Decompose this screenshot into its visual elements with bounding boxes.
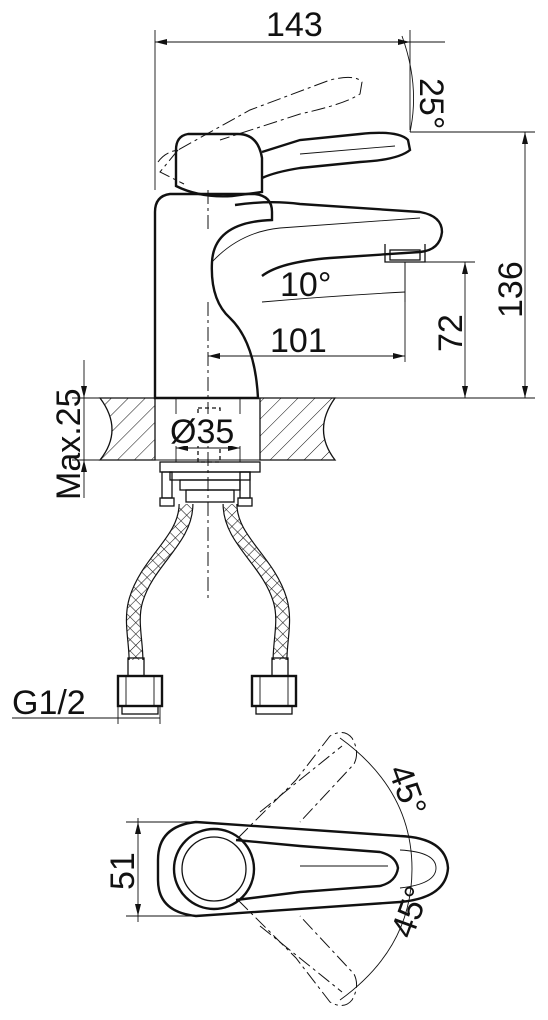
lever-top-center xyxy=(235,838,400,902)
lever-rotated-upper xyxy=(237,732,358,839)
dim-thread: G1/2 xyxy=(12,684,161,724)
dim-max-deck: Max.25 xyxy=(50,360,104,500)
label-g1-2: G1/2 xyxy=(12,684,86,722)
faucet-body xyxy=(153,192,444,400)
label-136: 136 xyxy=(492,261,530,318)
label-45-degrees-lower: 45° xyxy=(384,881,437,942)
label-143: 143 xyxy=(266,6,323,44)
dim-body-width: 51 xyxy=(104,818,200,922)
label-10-degrees: 10° xyxy=(280,266,331,304)
lever-handle xyxy=(174,131,412,198)
dim-mounting-hole: Ø35 xyxy=(168,398,246,462)
dim-spout-reach: 101 xyxy=(208,262,406,362)
dim-spout-angle: 10° xyxy=(261,262,406,304)
label-101: 101 xyxy=(270,322,327,360)
side-view: 143 25° 136 10° 101 xyxy=(12,6,535,724)
countertop-section xyxy=(98,397,337,461)
label-51: 51 xyxy=(104,852,142,890)
label-25-degrees: 25° xyxy=(412,78,450,129)
rotation-arc xyxy=(339,737,413,1001)
dim-spout-height: 72 xyxy=(405,261,475,398)
handle-hub xyxy=(172,827,256,911)
label-72: 72 xyxy=(432,314,470,352)
braided-hoses xyxy=(116,503,298,715)
lever-raised-position xyxy=(157,76,363,185)
dim-overall-height: 136 xyxy=(270,131,535,399)
label-45-degrees-upper: 45° xyxy=(380,760,433,821)
top-body-outline xyxy=(156,820,450,918)
top-view: 45° 45° 51 xyxy=(104,732,450,1006)
label-diameter-35: Ø35 xyxy=(170,413,234,451)
label-max-25: Max.25 xyxy=(50,389,88,501)
dim-handle-angle: 25° xyxy=(401,35,450,133)
dim-overall-length: 143 xyxy=(154,6,445,190)
lever-rotated-lower xyxy=(237,899,358,1006)
